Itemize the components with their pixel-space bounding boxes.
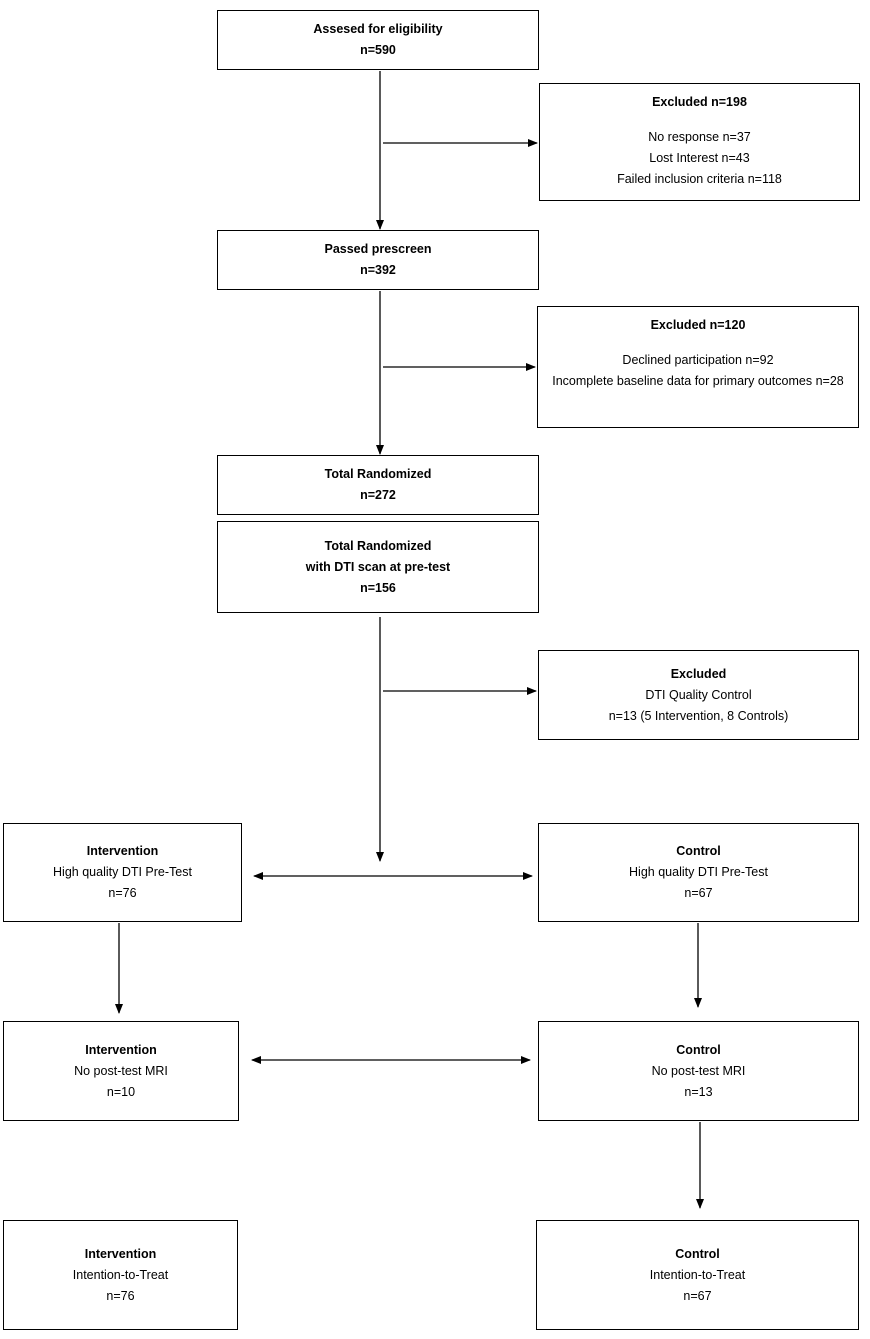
box-title: Excluded (670, 666, 727, 681)
box-title: Intervention (85, 1042, 157, 1057)
box-title: Intervention (84, 1246, 157, 1261)
box-count: n=392 (360, 263, 396, 277)
box-total-randomized: Total Randomized n=272 (217, 455, 539, 515)
box-line-2: Lost Interest n=43 (649, 151, 750, 165)
box-assessed-eligibility: Assesed for eligibility n=590 (217, 10, 539, 70)
box-desc: No post-test MRI (651, 1063, 746, 1078)
box-count: n=13 (684, 1084, 713, 1099)
box-control-pretest: Control High quality DTI Pre-Test n=67 (538, 823, 859, 922)
box-line-2: Incomplete baseline data for primary out… (552, 374, 844, 388)
box-intervention-itt: Intervention Intention-to-Treat n=76 (3, 1220, 238, 1330)
box-title: Intervention (86, 844, 159, 858)
box-line-1: DTI Quality Control (645, 687, 752, 702)
box-control-itt: Control Intention-to-Treat n=67 (536, 1220, 859, 1330)
box-count: n=590 (360, 43, 396, 57)
box-excluded-prescreen: Excluded n=198 No response n=37 Lost Int… (539, 83, 860, 201)
box-subtitle: with DTI scan at pre-test (305, 559, 451, 574)
box-title: Total Randomized (324, 538, 432, 553)
box-title: Passed prescreen (324, 242, 432, 256)
box-desc: Intention-to-Treat (649, 1267, 746, 1282)
box-desc: Intention-to-Treat (72, 1267, 169, 1282)
box-passed-prescreen: Passed prescreen n=392 (217, 230, 539, 290)
box-title: Control (676, 844, 721, 858)
box-title: Excluded n=198 (652, 95, 747, 109)
box-title: Excluded n=120 (650, 318, 746, 332)
box-intervention-no-posttest: Intervention No post-test MRI n=10 (3, 1021, 239, 1121)
box-count: n=272 (360, 488, 396, 502)
box-count: n=10 (106, 1084, 136, 1099)
box-count: n=76 (106, 1288, 135, 1303)
box-title: Control (675, 1246, 720, 1261)
box-control-no-posttest: Control No post-test MRI n=13 (538, 1021, 859, 1121)
box-line-3: Failed inclusion criteria n=118 (617, 172, 782, 186)
box-title: Total Randomized (324, 467, 432, 481)
box-desc: High quality DTI Pre-Test (53, 865, 192, 879)
box-count: n=76 (108, 886, 137, 900)
box-desc: No post-test MRI (74, 1063, 168, 1078)
box-excluded-dti-qc: Excluded DTI Quality Control n=13 (5 Int… (538, 650, 859, 740)
box-count: n=67 (683, 1288, 712, 1303)
box-randomized-dti: Total Randomized with DTI scan at pre-te… (217, 521, 539, 613)
box-excluded-randomization: Excluded n=120 Declined participation n=… (537, 306, 859, 428)
box-line-1: Declined participation n=92 (622, 353, 774, 367)
box-count: n=156 (360, 580, 396, 595)
box-count: n=67 (684, 886, 713, 900)
box-desc: High quality DTI Pre-Test (629, 865, 768, 879)
box-intervention-pretest: Intervention High quality DTI Pre-Test n… (3, 823, 242, 922)
box-title: Control (676, 1042, 721, 1057)
box-line-1: No response n=37 (648, 130, 751, 144)
box-title: Assesed for eligibility (313, 22, 443, 36)
box-line-2: n=13 (5 Intervention, 8 Controls) (608, 708, 789, 723)
